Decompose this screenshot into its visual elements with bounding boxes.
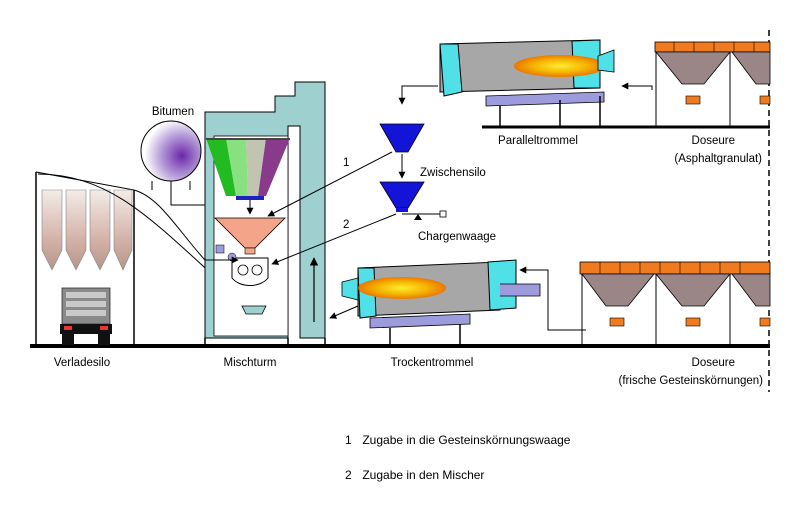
label-paralleltrommel: Paralleltrommel: [498, 135, 578, 147]
ground-lines: [30, 30, 770, 392]
trockentrommel: [341, 259, 541, 346]
doseure-top: [654, 41, 771, 127]
label-verladesilo: Verladesilo: [54, 357, 110, 369]
label-chargenwaage: Chargenwaage: [418, 231, 496, 243]
bitumen-tank: [140, 120, 239, 264]
legend-item-1: 1 Zugabe in die Gesteinskörnungswaage: [345, 433, 570, 447]
legend-text-2: Zugabe in den Mischer: [362, 468, 485, 482]
label-mischturm: Mischturm: [223, 357, 276, 369]
legend-num-1: 1: [345, 433, 352, 447]
label-doseure-bottom-sub: (frische Gesteinskörnungen): [619, 375, 764, 387]
label-doseure-bottom: Doseure: [692, 357, 735, 369]
legend-num-2: 2: [345, 468, 352, 482]
label-doseure-top: Doseure: [692, 135, 735, 147]
silo-cells: [41, 189, 133, 271]
label-bitumen: Bitumen: [152, 106, 194, 118]
label-doseure-top-sub: (Asphaltgranulat): [674, 153, 762, 165]
paralleltrommel: [439, 39, 615, 127]
doseure-bottom: [579, 261, 771, 346]
chargenwaage: [379, 181, 447, 220]
label-zwischensilo: Zwischensilo: [420, 167, 486, 179]
hot-aggregate-bins: [206, 138, 290, 196]
marker-2: 2: [343, 219, 349, 231]
truck: [60, 287, 112, 345]
legend-text-1: Zugabe in die Gesteinskörnungswaage: [362, 433, 571, 447]
label-trockentrommel: Trockentrommel: [391, 357, 474, 369]
legend-item-2: 2 Zugabe in den Mischer: [345, 468, 484, 482]
marker-1: 1: [343, 157, 349, 169]
zwischensilo: [379, 123, 425, 179]
mischturm: [204, 81, 326, 346]
